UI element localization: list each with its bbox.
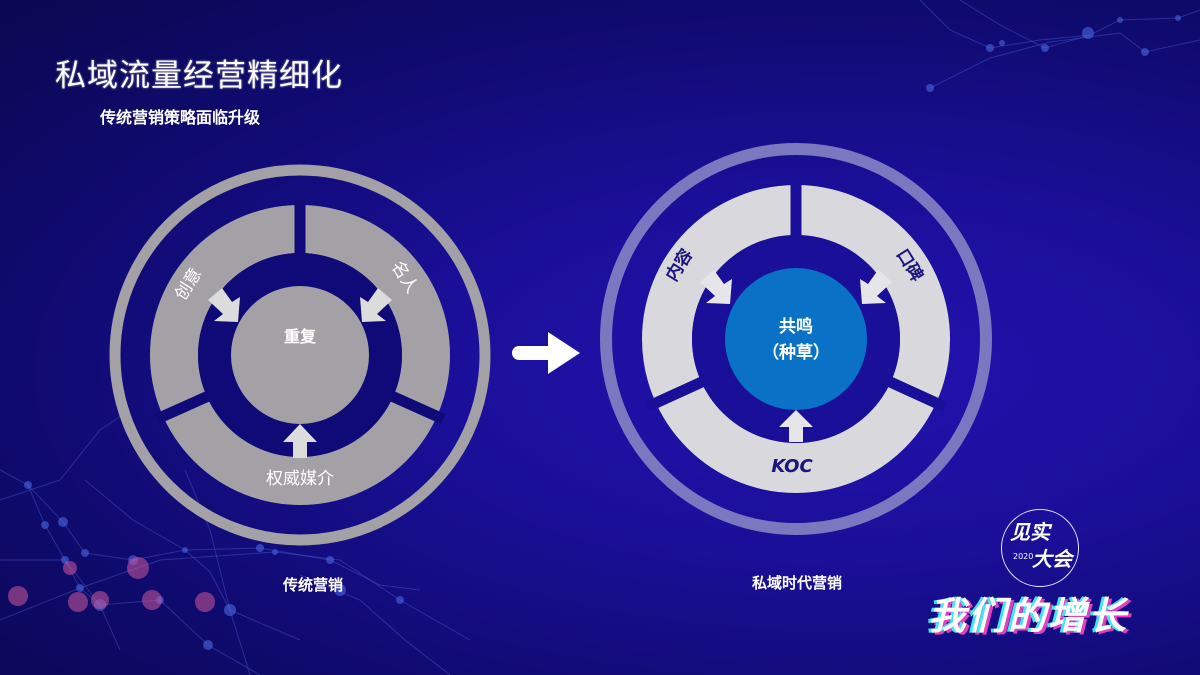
arrow-icon	[208, 288, 240, 322]
event-logo-year: 2020	[1013, 552, 1034, 561]
segment-label-koc: KOC	[771, 456, 813, 477]
event-slogan: 我们的增长	[928, 594, 1129, 638]
slide-title: 私域流量经营精细化	[55, 58, 343, 94]
private-domain-marketing-diagram	[600, 143, 992, 535]
event-logo-line2: 大会	[1032, 547, 1072, 571]
caption-private-domain-marketing: 私域时代营销	[751, 574, 843, 592]
segment-label-authority-media: 权威媒介	[266, 469, 334, 489]
arrow-icon	[700, 270, 732, 304]
traditional-marketing-diagram	[109, 164, 491, 546]
center-label-seeding: （种草）	[762, 342, 830, 363]
center-disk	[231, 286, 369, 424]
caption-traditional-marketing: 传统营销	[282, 576, 344, 594]
center-label-resonance: 共鸣	[779, 316, 813, 337]
right-arrow-icon	[512, 332, 580, 374]
arrow-up-icon	[283, 424, 317, 458]
center-disk	[725, 268, 867, 410]
arrow-icon	[860, 270, 892, 304]
outer-ring	[600, 143, 992, 535]
arrow-icon	[360, 288, 392, 322]
event-logo-ring	[1001, 509, 1079, 587]
inward-arrows	[700, 270, 892, 442]
outer-ring	[109, 164, 491, 546]
event-logo-line1: 见实	[1010, 520, 1050, 544]
slide-subtitle: 传统营销策略面临升级	[100, 108, 261, 127]
inward-arrows	[208, 288, 392, 458]
center-label-repeat: 重复	[284, 327, 317, 346]
arrow-up-icon	[779, 410, 813, 442]
